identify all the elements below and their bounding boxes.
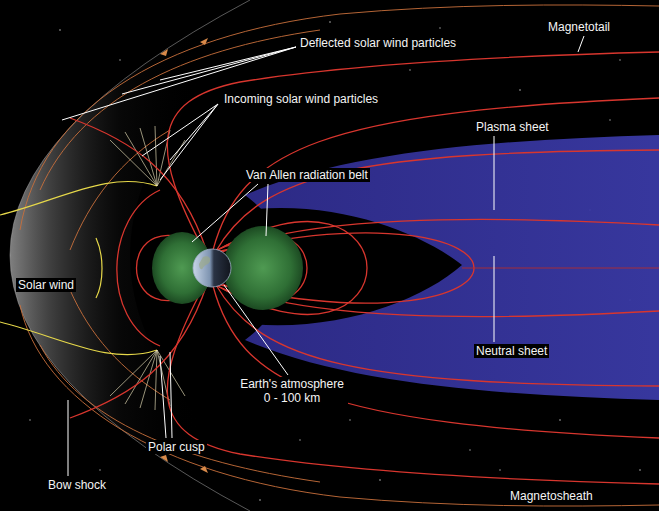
region-label: Magnetosheath — [508, 489, 595, 503]
region-label: Bow shock — [46, 478, 108, 492]
region-label: Incoming solar wind particles — [222, 92, 380, 106]
region-label: Plasma sheet — [474, 120, 551, 134]
region-label: Neutral sheet — [474, 344, 549, 358]
region-label: Earth's atmosphere 0 - 100 km — [236, 377, 348, 405]
region-label: Solar wind — [16, 278, 76, 292]
region-label: Magnetotail — [546, 20, 612, 34]
region-label: Van Allen radiation belt — [244, 168, 370, 182]
region-label: Polar cusp — [146, 440, 207, 454]
region-label: Deflected solar wind particles — [298, 36, 458, 50]
